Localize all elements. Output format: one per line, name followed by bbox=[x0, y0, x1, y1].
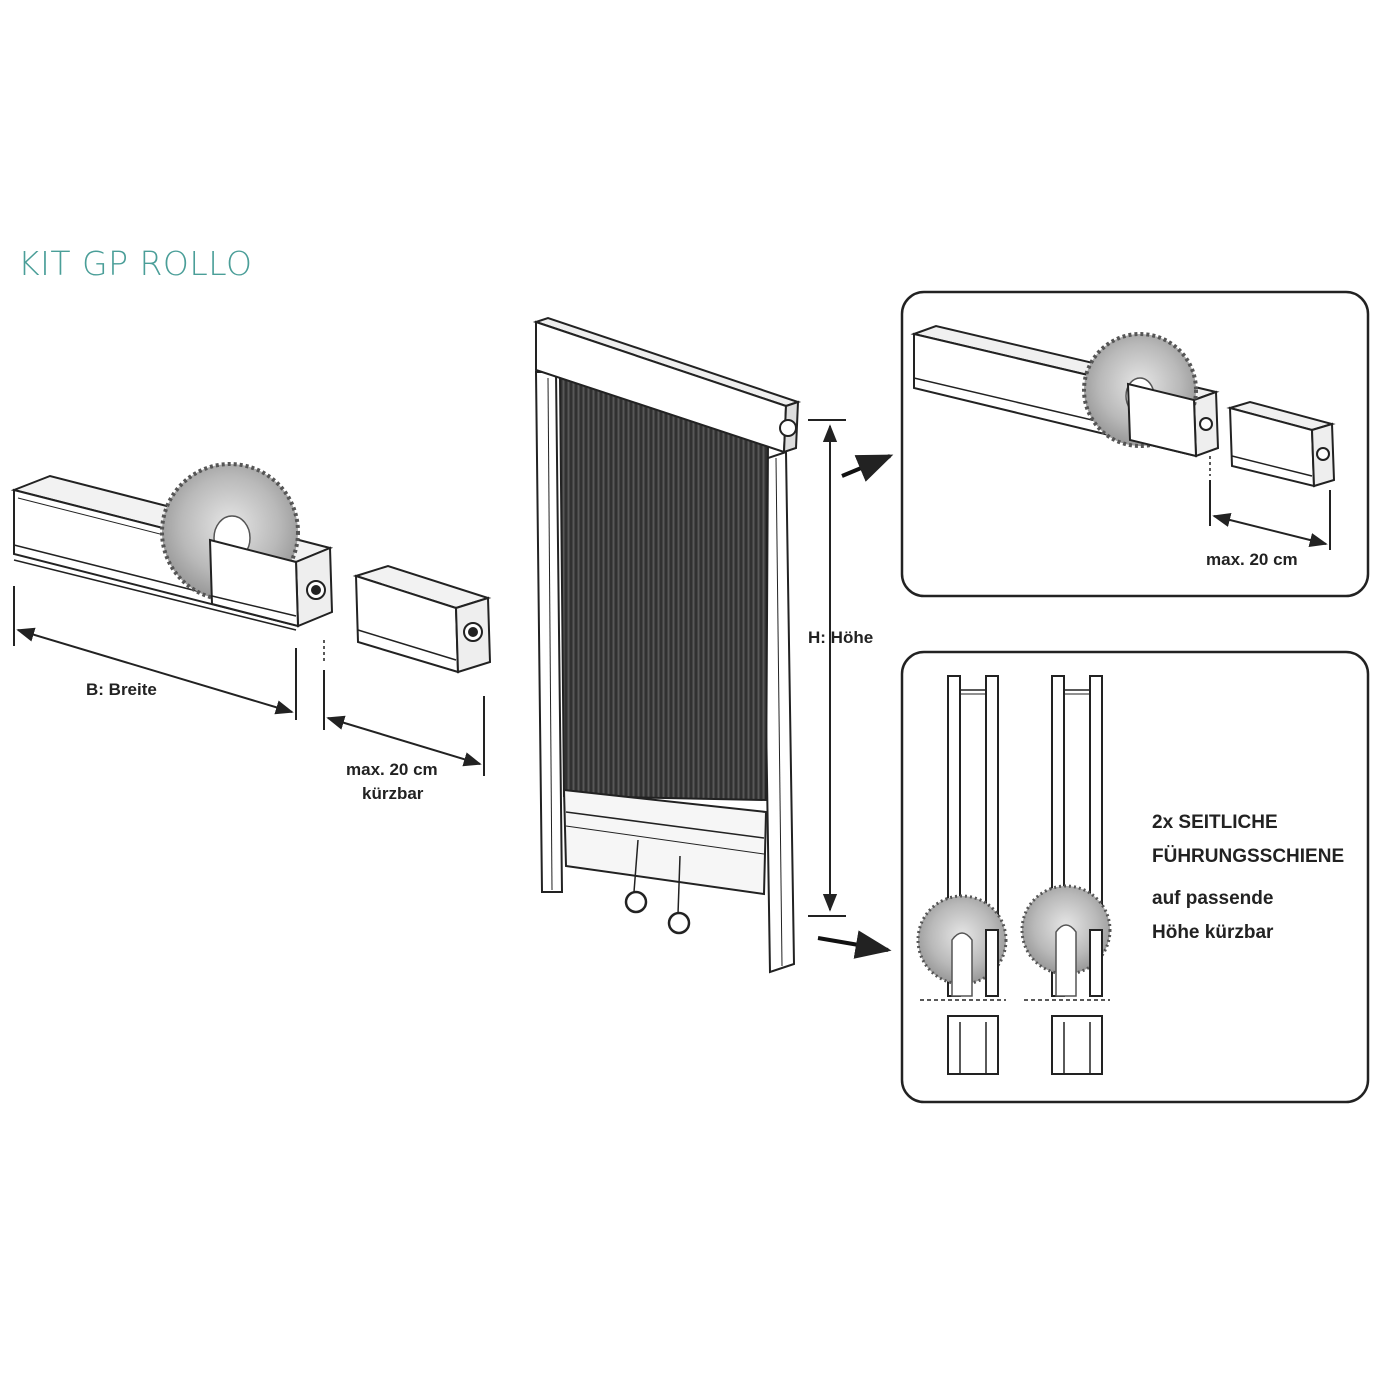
width-dimension bbox=[13, 586, 297, 720]
roller-screen-illustration bbox=[532, 316, 802, 974]
left-cut-note: kürzbar bbox=[362, 784, 424, 803]
height-label: H: Höhe bbox=[808, 628, 874, 647]
rails-line-2: FÜHRUNGSSCHIENE bbox=[1152, 846, 1345, 867]
height-dimension bbox=[808, 419, 846, 917]
top-cut-illustration bbox=[910, 324, 1336, 488]
top-cut-dimension bbox=[1209, 480, 1331, 550]
arrow-right-icon bbox=[841, 454, 894, 482]
left-cut-dimension bbox=[323, 670, 485, 776]
arrow-right-icon bbox=[817, 930, 892, 959]
saw-blade-icon bbox=[916, 894, 1008, 997]
rails-illustration bbox=[916, 675, 1112, 1075]
width-label: B: Breite bbox=[86, 680, 157, 699]
left-cut-illustration bbox=[10, 462, 492, 674]
rails-line-4: Höhe kürzbar bbox=[1152, 922, 1274, 943]
top-cut-label: max. 20 cm bbox=[1206, 550, 1298, 569]
page-title: KIT GP ROLLO bbox=[18, 244, 253, 283]
rails-line-3: auf passende bbox=[1152, 888, 1274, 909]
left-cut-label: max. 20 cm bbox=[346, 760, 438, 779]
rails-line-1: 2x SEITLICHE bbox=[1152, 812, 1278, 833]
rails-panel bbox=[900, 650, 1370, 1104]
saw-blade-icon bbox=[1020, 884, 1112, 997]
